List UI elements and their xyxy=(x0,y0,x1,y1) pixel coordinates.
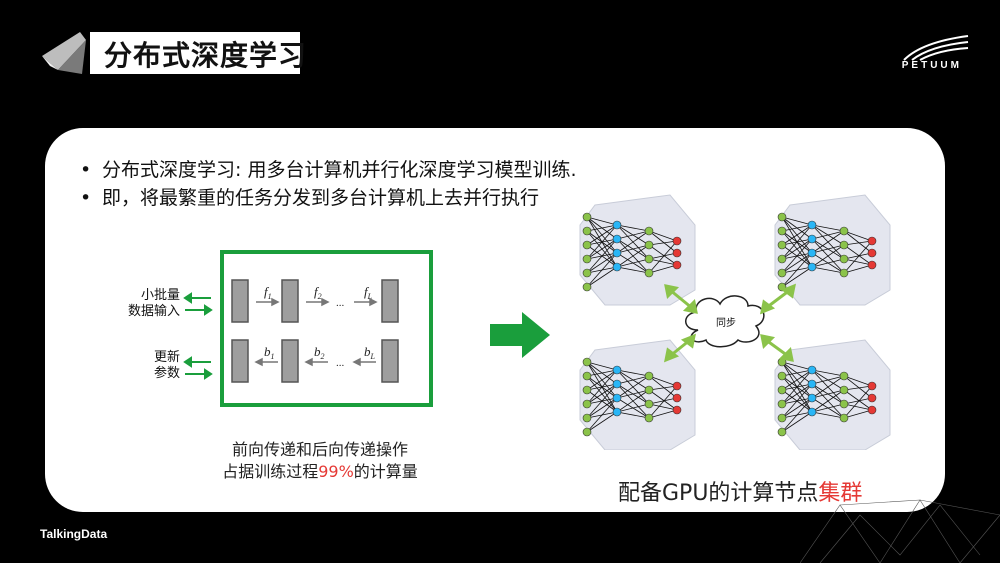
footer-brand: TalkingData xyxy=(40,527,108,541)
minibatch-label-line2: 数据输入 xyxy=(127,304,180,319)
layer-block xyxy=(381,279,399,323)
backward-label: b1 xyxy=(264,344,275,361)
layer-block xyxy=(281,339,299,383)
brand-name: PETUUM xyxy=(901,60,962,71)
gpu-caption-prefix: 配备GPU的计算节点 xyxy=(618,481,819,506)
caption: 前向传递和后向传递操作 占据训练过程99%的计算量 xyxy=(200,439,440,483)
gpu-cluster-diagram: 同步 xyxy=(579,194,891,450)
update-label-line2: 参数 xyxy=(153,366,180,381)
bullet-dot: • xyxy=(80,159,92,181)
caption-line1: 前向传递和后向传递操作 xyxy=(231,440,408,459)
page-title: 分布式深度学习 xyxy=(104,39,308,72)
bullet-item: • 分布式深度学习: 用多台计算机并行化深度学习模型训练. xyxy=(80,155,576,182)
ellipsis: ... xyxy=(336,297,345,309)
bullet-text: 即，将最繁重的任务分发到多台计算机上去并行执行 xyxy=(102,187,540,209)
sync-label: 同步 xyxy=(716,317,736,329)
big-arrow-icon xyxy=(490,312,550,358)
caption-highlight: 99% xyxy=(318,462,354,481)
bullet-item: • 即，将最繁重的任务分发到多台计算机上去并行执行 xyxy=(80,183,539,210)
logo-icon xyxy=(42,32,86,74)
gpu-cluster-caption: 配备GPU的计算节点集群 xyxy=(618,475,862,507)
forward-label: fL xyxy=(364,284,373,301)
forward-label: f1 xyxy=(264,284,272,301)
decorative-mesh xyxy=(800,499,1000,563)
update-label-line1: 更新 xyxy=(153,350,180,365)
bullet-dot: • xyxy=(80,187,92,209)
gpu-caption-highlight: 集群 xyxy=(818,481,863,506)
layer-pipeline-diagram: f1 f2 fL b1 b2 bL ... ... xyxy=(231,279,399,383)
io-arrows xyxy=(183,292,213,380)
layer-block xyxy=(231,339,249,383)
gpu-node xyxy=(579,194,696,306)
training-pipeline-box xyxy=(220,250,433,407)
minibatch-label: 小批量 数据输入 xyxy=(110,288,180,320)
layer-block xyxy=(381,339,399,383)
layer-block xyxy=(231,279,249,323)
ellipsis: ... xyxy=(336,357,345,369)
backward-label: b2 xyxy=(314,344,325,361)
update-params-label: 更新 参数 xyxy=(110,350,180,382)
caption-line2: 占据训练过程99%的计算量 xyxy=(200,461,440,483)
title-bar xyxy=(90,32,300,74)
content-card xyxy=(45,128,945,512)
caption-line2-suffix: 的计算量 xyxy=(353,462,418,481)
forward-label: f2 xyxy=(314,284,322,301)
layer-block xyxy=(281,279,299,323)
minibatch-label-line1: 小批量 xyxy=(140,288,180,303)
bullet-text: 分布式深度学习: 用多台计算机并行化深度学习模型训练. xyxy=(102,159,577,181)
caption-line2-prefix: 占据训练过程 xyxy=(222,462,319,481)
backward-label: bL xyxy=(364,344,376,361)
petuum-logo-icon xyxy=(903,35,969,61)
